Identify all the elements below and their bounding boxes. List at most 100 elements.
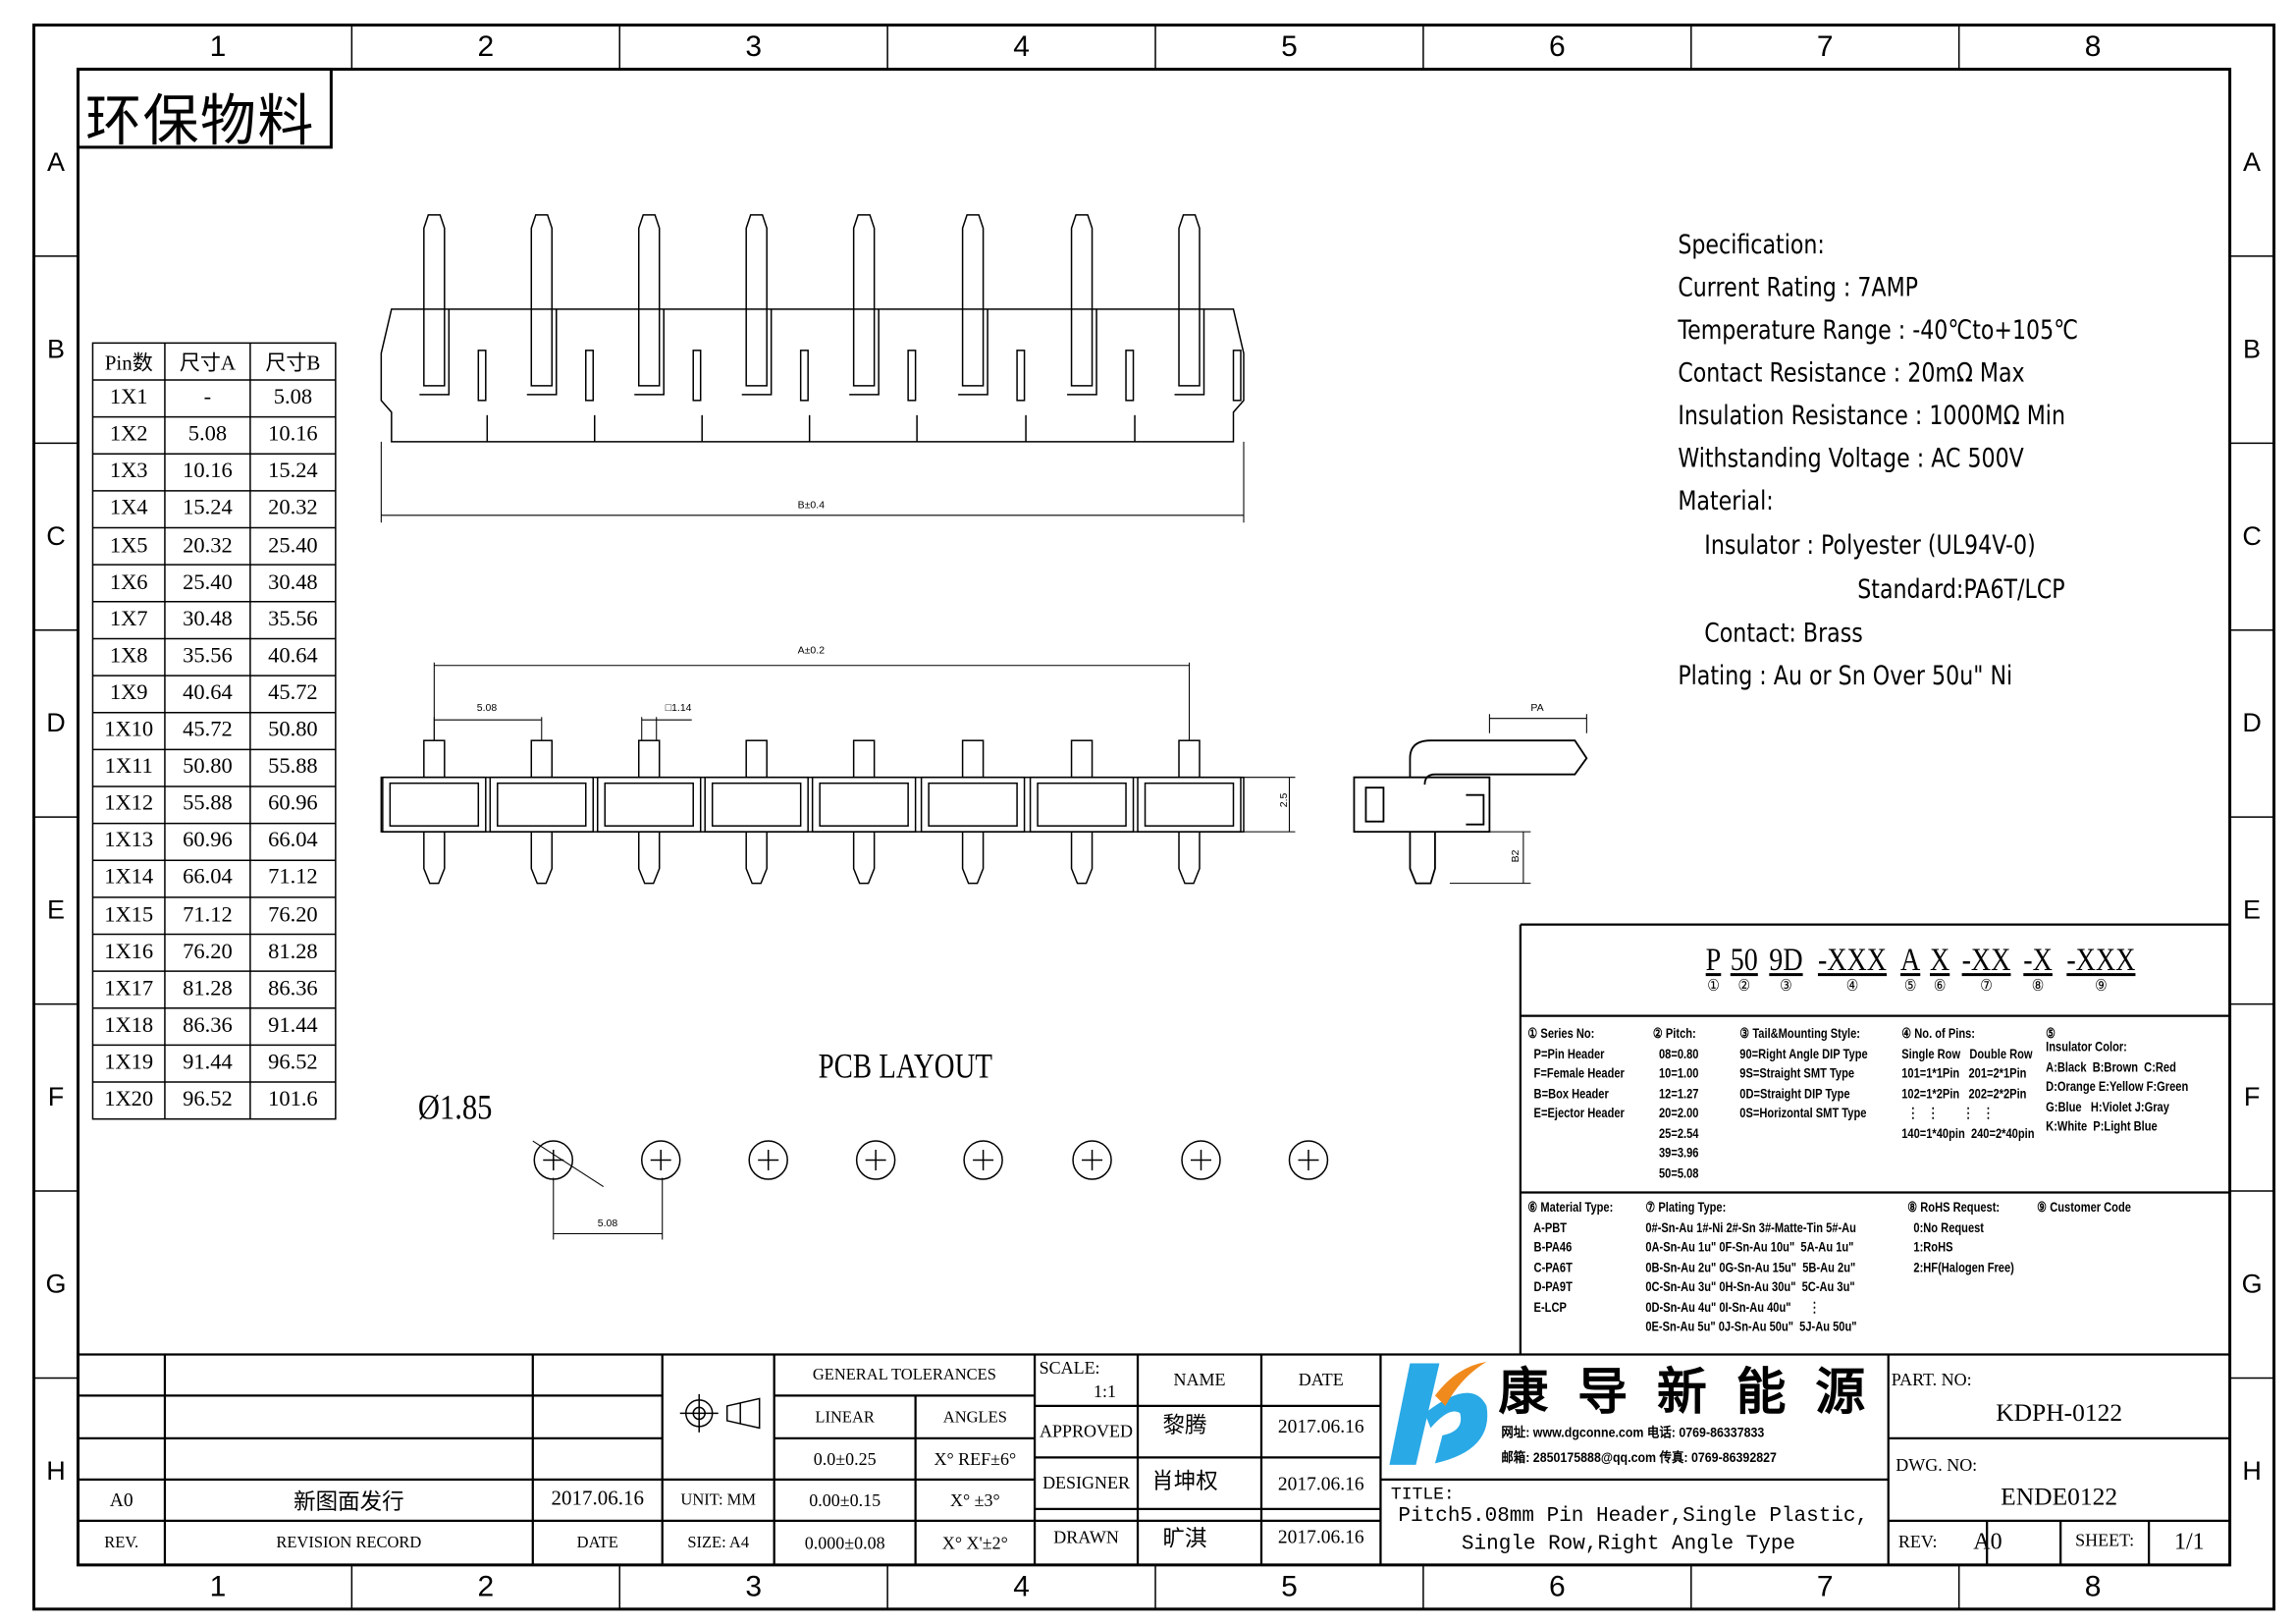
legend-series-line: ① Series No: bbox=[1527, 1026, 1595, 1043]
pcb-hole bbox=[1288, 1140, 1329, 1180]
part-code-token: -XXX bbox=[2066, 941, 2136, 978]
legend-color-line: G:Blue H:Violet J:Gray bbox=[2046, 1099, 2169, 1115]
zone-row-label: C bbox=[2242, 520, 2262, 551]
zone-column-label: 6 bbox=[1549, 1570, 1566, 1603]
legend-tail-line: ③ Tail&Mounting Style: bbox=[1739, 1026, 1861, 1043]
pin-lower bbox=[852, 832, 876, 885]
zone-row-label: A bbox=[46, 146, 65, 177]
pin-upper bbox=[852, 739, 876, 779]
part-code-token: -XX bbox=[1961, 941, 2011, 978]
part-code-token: -X bbox=[2023, 941, 2053, 978]
zone-column-label: 6 bbox=[1549, 29, 1566, 63]
pcb-hole-cross bbox=[650, 1150, 671, 1171]
legend-plating-line: ⑦ Plating Type: bbox=[1645, 1200, 1727, 1217]
legend-pins-line: 140=1*40pin 240=2*40pin bbox=[1901, 1125, 2035, 1142]
pcb-hole bbox=[1072, 1140, 1112, 1180]
table-cell: 30.48 bbox=[268, 570, 318, 595]
table-cell: 1X14 bbox=[104, 866, 154, 891]
zone-column-label: 8 bbox=[2084, 1570, 2102, 1603]
title-line-2: Single Row,Right Angle Type bbox=[1461, 1532, 1796, 1556]
legend-pitch-line: 25=2.54 bbox=[1652, 1125, 1699, 1142]
pin-top-view bbox=[852, 214, 876, 387]
size-label: SIZE: A4 bbox=[687, 1534, 750, 1552]
table-cell: 1X10 bbox=[104, 718, 154, 742]
spec-insulator: Insulator : Polyester (UL94V-0) bbox=[1704, 529, 2036, 562]
housing-outline bbox=[380, 308, 1245, 443]
pin-base bbox=[526, 308, 558, 396]
pin-upper bbox=[530, 739, 554, 779]
dim-b2: B2 bbox=[1511, 849, 1522, 863]
linear-tol-1: 0.0±0.25 bbox=[813, 1447, 877, 1469]
pin-top-view bbox=[1070, 214, 1094, 387]
legend-customer-line: ⑨ Customer Code bbox=[2037, 1200, 2131, 1217]
company-contact-web: 网址: www.dgconne.com 电话: 0769-86337833 bbox=[1501, 1425, 1765, 1440]
table-header-cell: Pin数 bbox=[104, 352, 153, 375]
table-cell: 30.48 bbox=[183, 607, 233, 631]
dwg-no-label: DWG. NO: bbox=[1896, 1454, 1978, 1476]
pin-base bbox=[741, 308, 773, 396]
table-cell: 40.64 bbox=[268, 644, 318, 669]
rev-field-value: A0 bbox=[1973, 1529, 2002, 1555]
pin-base bbox=[958, 308, 988, 396]
zone-column-label: 1 bbox=[209, 29, 227, 63]
zone-column-label: 4 bbox=[1013, 29, 1030, 63]
pcb-hole-cross bbox=[1191, 1150, 1212, 1171]
housing-segment bbox=[920, 776, 1026, 833]
legend-pins-line: ④ No. of Pins: bbox=[1901, 1026, 1976, 1043]
table-cell: 35.56 bbox=[268, 607, 318, 631]
legend-series-line: B=Box Header bbox=[1527, 1085, 1609, 1103]
table-cell: 1X5 bbox=[109, 533, 148, 558]
table-cell: 66.04 bbox=[183, 866, 233, 891]
part-code-token: P bbox=[1705, 941, 1722, 978]
legend-pitch-line: 20=2.00 bbox=[1652, 1106, 1699, 1122]
pcb-hole-cross bbox=[543, 1150, 564, 1171]
dim-height: 2.5 bbox=[1279, 792, 1291, 808]
spec-withstanding-voltage: Withstanding Voltage : AC 500V bbox=[1678, 443, 2024, 474]
table-cell: 5.08 bbox=[273, 386, 313, 410]
table-cell: 1X2 bbox=[109, 422, 148, 447]
legend-plating-line: 0#-Sn-Au 1#-Ni 2#-Sn 3#-Matte-Tin 5#-Au bbox=[1645, 1219, 1856, 1236]
table-cell: 1X18 bbox=[104, 1013, 154, 1038]
table-cell: 81.28 bbox=[268, 940, 318, 964]
part-code-index: ① bbox=[1707, 977, 1720, 996]
table-cell: 15.24 bbox=[268, 460, 318, 484]
part-code-index: ④ bbox=[1845, 977, 1859, 996]
pin-lower bbox=[530, 832, 554, 885]
zone-row-label: D bbox=[46, 708, 66, 738]
legend-material-line: D-PA9T bbox=[1527, 1278, 1573, 1296]
linear-tol-3: 0.000±0.08 bbox=[804, 1532, 885, 1553]
table-cell: 50.80 bbox=[268, 718, 318, 742]
pin-upper bbox=[745, 739, 768, 779]
spec-material: Material: bbox=[1678, 485, 1774, 517]
legend-pins-line: Single Row Double Row bbox=[1901, 1046, 2033, 1062]
pcb-hole bbox=[748, 1140, 788, 1180]
table-cell: 1X7 bbox=[109, 607, 148, 631]
approved-label: APPROVED bbox=[1040, 1420, 1134, 1441]
housing-segment bbox=[597, 776, 702, 833]
table-cell: 60.96 bbox=[268, 792, 318, 817]
spec-standard: Standard:PA6T/LCP bbox=[1857, 573, 2065, 606]
zone-row-label: D bbox=[2242, 708, 2262, 738]
scale-value: 1:1 bbox=[1094, 1380, 1117, 1402]
pcb-hole bbox=[533, 1140, 574, 1180]
stamp-box bbox=[76, 67, 333, 149]
dim-pa: PA bbox=[1530, 703, 1544, 715]
part-no-label: PART. NO: bbox=[1891, 1369, 1972, 1390]
pin-base bbox=[419, 308, 451, 396]
table-cell: 45.72 bbox=[268, 681, 318, 706]
zone-row-label: F bbox=[2243, 1082, 2261, 1112]
pin-base bbox=[634, 308, 665, 396]
dim-a-length: A±0.2 bbox=[797, 646, 826, 657]
pcb-hole bbox=[640, 1140, 681, 1180]
legend-material-line: B-PA46 bbox=[1527, 1239, 1573, 1256]
table-cell: 20.32 bbox=[268, 496, 318, 520]
housing-segment bbox=[1137, 776, 1242, 833]
table-cell: 1X4 bbox=[109, 496, 148, 520]
pin-table-grid bbox=[91, 342, 337, 1120]
table-cell: 76.20 bbox=[268, 902, 318, 927]
pcb-hole-cross bbox=[865, 1150, 886, 1171]
legend-pitch-line: 39=3.96 bbox=[1652, 1145, 1699, 1163]
zone-column-label: 2 bbox=[477, 29, 495, 63]
part-code-index: ③ bbox=[1780, 977, 1793, 996]
table-cell: 60.96 bbox=[183, 829, 233, 853]
